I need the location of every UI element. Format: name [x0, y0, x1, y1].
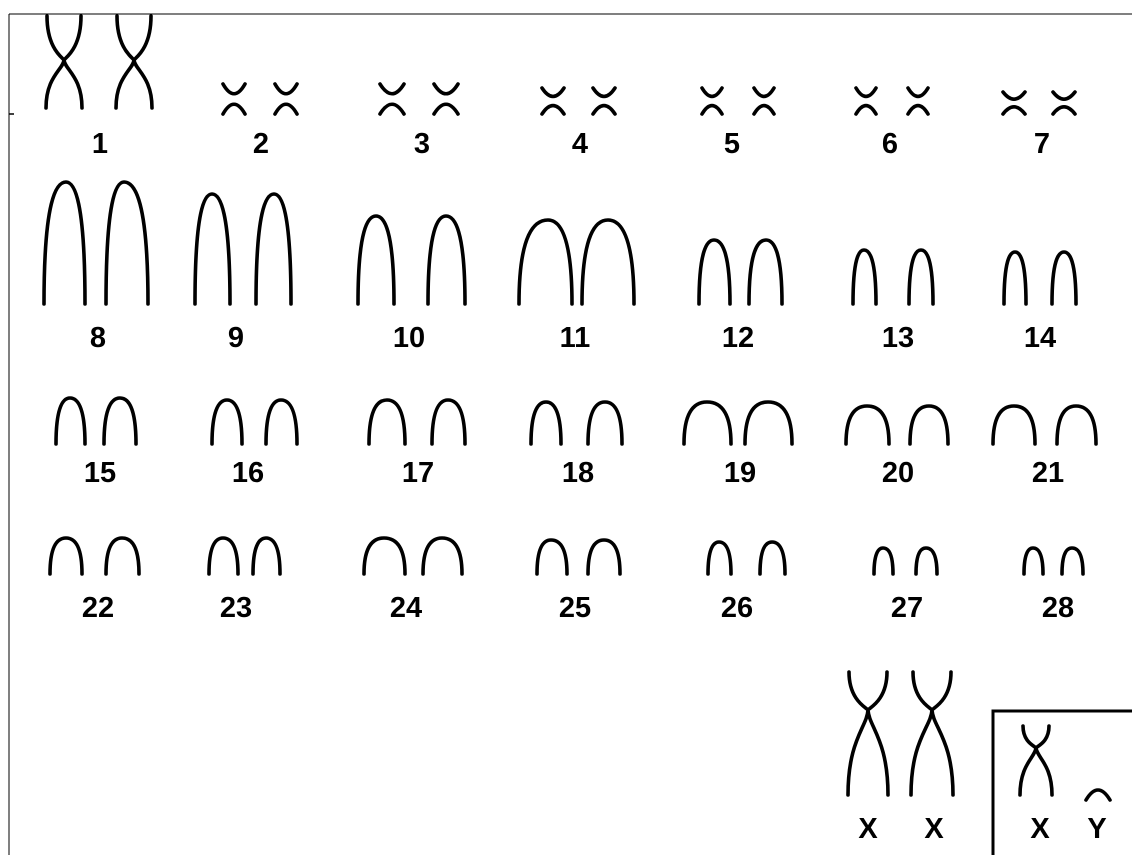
chromosome-label-25: 25 — [559, 592, 591, 624]
chromosome-24-a — [364, 538, 405, 574]
chromosome-13-b — [909, 250, 933, 304]
chromosome-9-b — [256, 194, 291, 304]
chromosome-19-b — [745, 402, 792, 444]
chromosome-5-b — [754, 88, 774, 114]
chromosome-2-b — [275, 84, 297, 114]
chromosome-13-a — [853, 250, 876, 304]
chromosome-label-5: 5 — [724, 128, 740, 160]
chromosome-label-19: 19 — [724, 457, 756, 489]
chromosome-22-a — [50, 538, 82, 574]
chromosome-20-b — [910, 406, 948, 444]
chromosome-14-a — [1004, 252, 1026, 304]
chromosome-12-a — [699, 240, 730, 304]
chromosome-label-13: 13 — [882, 322, 914, 354]
chromosome-17-a — [369, 400, 405, 444]
chromosome-label-7: 7 — [1034, 128, 1050, 160]
chromosome-25-a — [537, 540, 567, 574]
chromosome-7-b — [1053, 92, 1075, 114]
chromosome-15-a — [56, 398, 85, 444]
chromosome-label-12: 12 — [722, 322, 754, 354]
male-sex-label-x: X — [1030, 813, 1050, 845]
chromosome-label-23: 23 — [220, 592, 252, 624]
chromosome-label-17: 17 — [402, 457, 434, 489]
chromosome-18-b — [588, 402, 622, 444]
chromosome-x-female-a — [848, 672, 888, 795]
chromosome-3-b — [434, 84, 458, 114]
chromosome-15-b — [104, 398, 136, 444]
chromosome-1-b — [116, 16, 152, 108]
chromosome-9-a — [195, 194, 230, 304]
chromosome-24-b — [423, 538, 462, 574]
chromosome-23-a — [209, 538, 238, 574]
chromosome-5-a — [702, 88, 722, 114]
chromosome-1-a — [46, 16, 82, 108]
chromosome-17-b — [432, 400, 465, 444]
chromosome-label-15: 15 — [84, 457, 116, 489]
chromosome-label-14: 14 — [1024, 322, 1056, 354]
chromosome-18-a — [531, 402, 561, 444]
chromosome-28-b — [1062, 548, 1083, 574]
chromosome-21-a — [993, 406, 1035, 444]
male-sex-label-y: Y — [1087, 813, 1106, 845]
chromosome-12-b — [749, 240, 782, 304]
chromosome-label-4: 4 — [572, 128, 588, 160]
chromosome-11-a — [519, 220, 572, 304]
chromosome-label-28: 28 — [1042, 592, 1074, 624]
chromosome-11-b — [582, 220, 634, 304]
chromosome-22-b — [106, 538, 139, 574]
chromosome-label-9: 9 — [228, 322, 244, 354]
chromosome-x-female-b — [911, 672, 953, 795]
chromosome-x-male — [1020, 726, 1052, 795]
chromosome-27-b — [916, 548, 937, 574]
chromosome-label-24: 24 — [390, 592, 422, 624]
chromosome-2-a — [223, 84, 245, 114]
chromosome-8-b — [106, 182, 148, 304]
chromosome-label-16: 16 — [232, 457, 264, 489]
female-sex-label-x-1: X — [858, 813, 878, 845]
chromosome-label-22: 22 — [82, 592, 114, 624]
chromosome-y-male — [1086, 790, 1110, 800]
chromosome-26-b — [760, 542, 785, 574]
chromosome-6-b — [908, 88, 928, 114]
chromosome-28-a — [1024, 548, 1043, 574]
chromosome-6-a — [856, 88, 876, 114]
male-sex-box — [993, 711, 1132, 855]
chromosome-14-b — [1052, 252, 1076, 304]
chromosome-label-10: 10 — [393, 322, 425, 354]
chromosome-3-a — [380, 84, 404, 114]
chromosome-16-b — [266, 400, 297, 444]
chromosome-label-27: 27 — [891, 592, 923, 624]
chromosome-label-2: 2 — [253, 128, 269, 160]
chromosome-7-a — [1003, 92, 1025, 114]
chromosome-25-b — [588, 540, 620, 574]
chromosome-4-a — [542, 88, 564, 114]
chromosome-label-6: 6 — [882, 128, 898, 160]
chromosome-label-26: 26 — [721, 592, 753, 624]
chromosome-label-18: 18 — [562, 457, 594, 489]
chromosome-label-20: 20 — [882, 457, 914, 489]
chromosome-23-b — [253, 538, 280, 574]
chromosome-label-3: 3 — [414, 128, 430, 160]
chromosome-16-a — [212, 400, 242, 444]
chromosome-label-8: 8 — [90, 322, 106, 354]
chromosome-8-a — [44, 182, 85, 304]
chromosome-10-a — [358, 216, 394, 304]
chromosome-20-a — [846, 406, 889, 444]
chromosome-27-a — [874, 548, 893, 574]
chromosome-19-a — [684, 402, 731, 444]
female-sex-label-x-2: X — [924, 813, 944, 845]
chromosome-4-b — [593, 88, 615, 114]
chromosome-10-b — [428, 216, 465, 304]
chromosome-label-1: 1 — [92, 128, 108, 160]
chromosome-label-11: 11 — [560, 322, 591, 354]
chromosome-26-a — [708, 542, 731, 574]
chromosome-label-21: 21 — [1032, 457, 1064, 489]
chromosome-21-b — [1057, 406, 1096, 444]
